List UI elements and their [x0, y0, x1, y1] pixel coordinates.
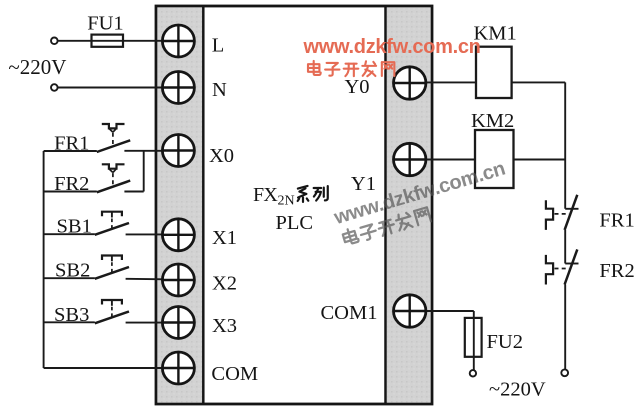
- svg-text:X2: X2: [212, 273, 237, 295]
- svg-text:PLC: PLC: [276, 212, 314, 234]
- svg-text:FR1: FR1: [599, 209, 634, 231]
- svg-text:KM2: KM2: [471, 110, 514, 132]
- svg-text:~220V: ~220V: [8, 55, 66, 79]
- svg-text:N: N: [212, 79, 227, 101]
- svg-text:L: L: [212, 35, 225, 57]
- svg-text:SB2: SB2: [55, 260, 90, 282]
- svg-text:KM1: KM1: [474, 22, 517, 44]
- svg-text:www.dzkfw.com.cn: www.dzkfw.com.cn: [303, 36, 481, 58]
- svg-text:FR1: FR1: [54, 133, 89, 155]
- svg-text:X0: X0: [209, 145, 234, 167]
- svg-text:X3: X3: [212, 315, 237, 337]
- svg-text:FR2: FR2: [599, 260, 634, 282]
- svg-text:SB3: SB3: [54, 304, 89, 326]
- svg-text:~220V: ~220V: [489, 379, 546, 401]
- svg-text:FR2: FR2: [54, 173, 89, 195]
- svg-text:SB1: SB1: [57, 216, 92, 238]
- svg-text:Y1: Y1: [351, 173, 376, 195]
- svg-text:FU1: FU1: [87, 13, 123, 35]
- svg-text:Y0: Y0: [345, 76, 370, 98]
- svg-text:FU2: FU2: [487, 331, 523, 353]
- svg-text:COM: COM: [211, 363, 258, 385]
- svg-text:COM1: COM1: [321, 302, 378, 324]
- svg-text:X1: X1: [212, 227, 237, 249]
- svg-text:2N: 2N: [278, 194, 295, 209]
- svg-text:FX: FX: [253, 184, 278, 206]
